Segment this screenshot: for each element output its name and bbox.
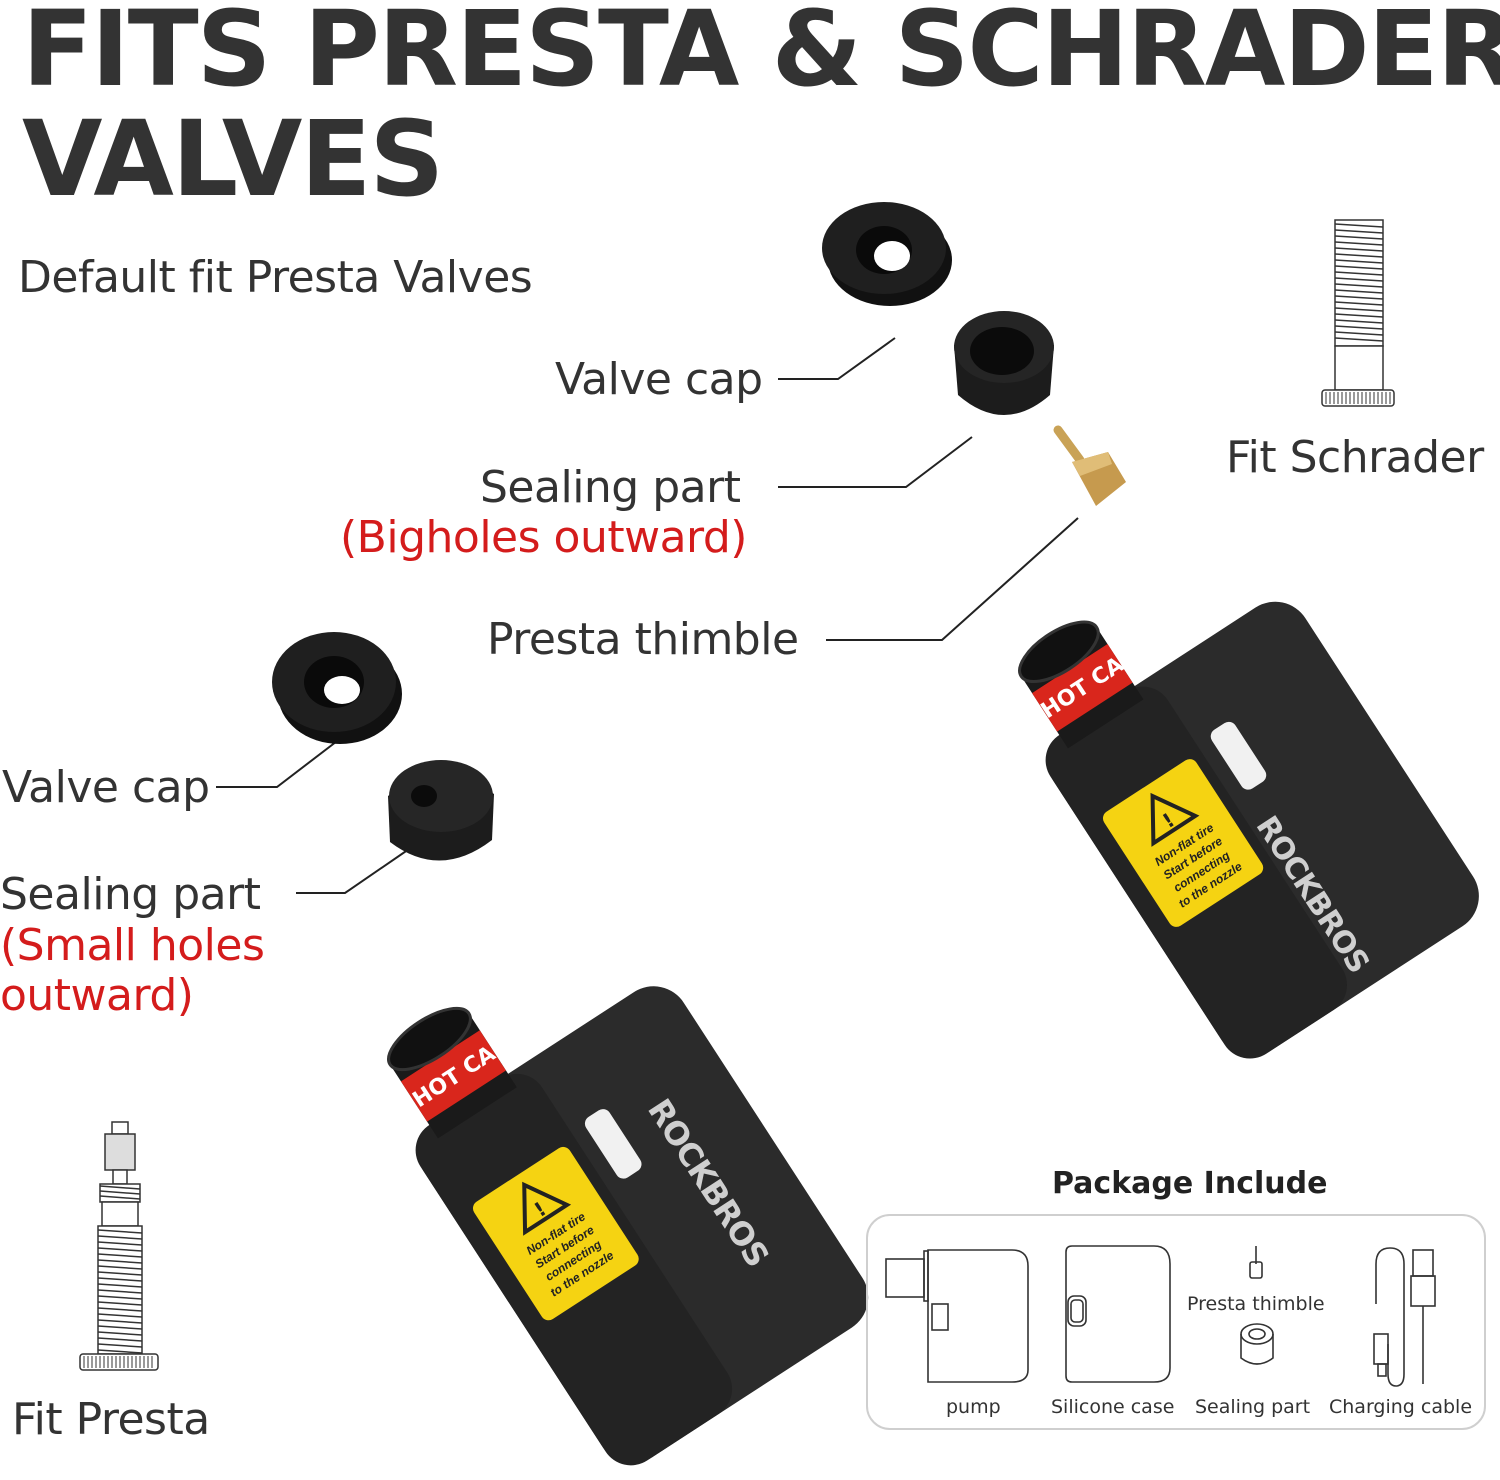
callout-line-valve-cap-left [216,734,346,788]
pump-right-hot-band [1032,644,1133,732]
package-pump-icon [885,1249,1029,1383]
subtitle: Default fit Presta Valves [18,252,533,303]
pump-right-warning-label [1102,759,1264,927]
package-item-presta-thimble: Presta thimble [1187,1293,1325,1315]
valve-cap-ring-top-icon [822,202,952,306]
sealing-part-bighole-icon [954,311,1054,415]
label-fit-schrader: Fit Schrader [1226,432,1484,483]
label-valve-cap-left: Valve cap [2,762,210,813]
label-sealing-note-top: (Bigholes outward) [340,512,747,563]
pump-left-led [584,1109,642,1179]
pump-right-led [1210,721,1267,790]
callout-lines [216,337,1079,894]
label-sealing-part-top: Sealing part [480,462,741,513]
callout-line-sealing-top [778,436,973,488]
package-title: Package Include [1052,1166,1328,1201]
valve-cap-ring-left-icon [272,632,402,744]
label-sealing-note-left-2: outward) [0,970,194,1021]
package-charging-cable-icon [1373,1247,1436,1387]
headline-line-1: FITS PRESTA & SCHRADER [22,0,1500,110]
callout-line-sealing-left [296,846,413,894]
sealing-part-smallhole-icon [388,760,494,861]
package-silicone-case-icon [1065,1245,1171,1383]
pump-left-warning-label [472,1146,639,1321]
package-illustrations [885,1245,1436,1387]
package-presta-thimble-icon [1249,1246,1263,1279]
package-item-charging-cable: Charging cable [1329,1396,1473,1418]
callout-line-thimble [826,517,1079,641]
package-box [866,1214,1486,1430]
package-sealing-part-icon [1240,1323,1274,1365]
label-valve-cap-top: Valve cap [555,354,763,405]
headline-line-2: VALVES [22,98,444,220]
label-sealing-note-left-1: (Small holes [0,920,265,971]
package-item-silicone-case: Silicone case [1051,1396,1175,1418]
pump-left-image: ! Non-flat tire Start before connecting … [387,870,869,1466]
presta-thimble-brass-icon [1053,425,1126,506]
package-item-pump: pump [946,1396,1001,1418]
schrader-valve-icon [1321,219,1395,407]
callout-line-valve-cap-top [778,337,896,380]
presta-valve-icon [79,1121,159,1371]
pump-left-hot-band [400,1030,506,1122]
pump-right-image: ! Non-flat tire Start before connecting … [1018,510,1479,1059]
label-fit-presta: Fit Presta [12,1394,210,1445]
package-item-sealing-part: Sealing part [1195,1396,1311,1418]
label-sealing-part-left: Sealing part [0,869,261,920]
headline: FITS PRESTA & SCHRADER VALVES [22,0,1500,214]
label-presta-thimble: Presta thimble [487,614,799,665]
